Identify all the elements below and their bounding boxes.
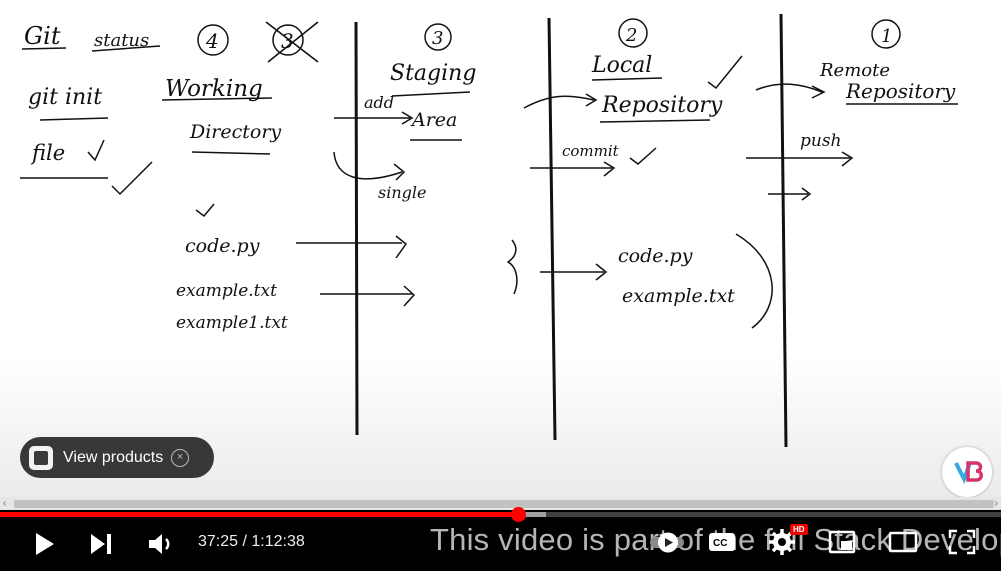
time-display: 37:25 / 1:12:38 bbox=[198, 533, 305, 550]
git-label: Git bbox=[24, 22, 61, 50]
number-3: 3 bbox=[432, 28, 443, 49]
svg-text:CC: CC bbox=[713, 538, 727, 549]
volume-button[interactable] bbox=[146, 529, 176, 559]
bracket-mark bbox=[735, 233, 773, 329]
working-underline bbox=[161, 97, 273, 101]
video-frame-whiteboard[interactable]: Git status git init file 4 3 Working Dir… bbox=[0, 0, 1001, 510]
divider-line-2 bbox=[547, 17, 557, 441]
directory-underline bbox=[191, 151, 271, 155]
arrow-code-py bbox=[296, 235, 408, 259]
divider-line-1 bbox=[354, 21, 359, 436]
local-label: Local bbox=[591, 53, 652, 78]
fullscreen-icon bbox=[948, 529, 976, 555]
local-underline bbox=[591, 77, 663, 81]
horizontal-scrollbar[interactable]: ‹ › bbox=[0, 497, 1001, 511]
directory-label: Directory bbox=[189, 121, 281, 143]
file-code-py: code.py bbox=[185, 235, 260, 257]
arrow-commit bbox=[530, 161, 616, 177]
miniplayer-button[interactable] bbox=[828, 526, 856, 558]
file-example-txt: example.txt bbox=[176, 281, 277, 301]
push-label: push bbox=[800, 131, 842, 151]
arrow-push bbox=[746, 151, 854, 167]
check-mark-4 bbox=[629, 147, 657, 165]
file-code-py-repo: code.py bbox=[618, 245, 693, 267]
status-label: status bbox=[94, 30, 149, 51]
settings-button[interactable] bbox=[768, 526, 796, 558]
number-2: 2 bbox=[625, 25, 637, 46]
git-init-label: git init bbox=[28, 85, 102, 110]
view-products-label: View products bbox=[63, 448, 164, 466]
single-label: single bbox=[378, 183, 426, 202]
brace-mark bbox=[506, 239, 518, 295]
file-tick-mark bbox=[87, 139, 105, 162]
arrow-to-remote bbox=[755, 83, 826, 99]
area-label: Area bbox=[410, 109, 457, 131]
channel-logo[interactable] bbox=[942, 447, 992, 497]
remote-repository-label: Repository bbox=[845, 79, 956, 103]
played-bar bbox=[0, 512, 518, 517]
remote-label: Remote bbox=[819, 60, 890, 81]
theater-mode-button[interactable] bbox=[888, 526, 918, 558]
play-icon bbox=[36, 533, 54, 555]
volume-icon bbox=[149, 534, 170, 554]
scrubber-knob[interactable] bbox=[510, 507, 526, 522]
number-circle-2 bbox=[618, 18, 648, 48]
repository-underline bbox=[599, 119, 711, 123]
channel-logo-icon bbox=[954, 461, 983, 484]
cross-out-mark bbox=[265, 21, 319, 63]
status-underline bbox=[91, 45, 161, 52]
number-circle-4 bbox=[197, 24, 229, 56]
close-icon[interactable]: × bbox=[171, 448, 190, 467]
play-button[interactable] bbox=[30, 530, 58, 558]
arrow-to-files bbox=[540, 263, 608, 281]
arrow-single bbox=[333, 151, 406, 181]
file-example-txt-repo: example.txt bbox=[622, 285, 735, 307]
miniplayer-icon bbox=[828, 530, 856, 554]
settings-gear-icon bbox=[769, 529, 795, 555]
file-label: file bbox=[30, 141, 65, 165]
progress-bar[interactable] bbox=[0, 507, 1001, 522]
check-mark-3 bbox=[707, 55, 743, 90]
number-circle-3-crossed bbox=[272, 24, 304, 56]
arrow-to-repository bbox=[523, 93, 598, 109]
next-icon bbox=[91, 534, 111, 554]
add-label: add bbox=[364, 93, 394, 112]
check-mark-1 bbox=[111, 161, 153, 196]
number-circle-3 bbox=[424, 23, 452, 51]
autoplay-toggle[interactable] bbox=[648, 526, 688, 558]
check-mark-2 bbox=[195, 203, 215, 218]
number-4: 4 bbox=[205, 29, 219, 53]
shopping-bag-icon bbox=[29, 445, 53, 470]
whiteboard-drawing: Git status git init file 4 3 Working Dir… bbox=[20, 13, 958, 448]
git-underline bbox=[21, 47, 67, 50]
subtitles-button[interactable]: CC bbox=[708, 526, 736, 558]
file-example1-txt: example1.txt bbox=[176, 313, 288, 333]
fullscreen-button[interactable] bbox=[948, 526, 976, 558]
working-label: Working bbox=[165, 76, 263, 102]
arrow-example-txt bbox=[320, 285, 416, 307]
closed-captions-icon: CC bbox=[709, 533, 735, 551]
scroll-right-icon[interactable]: › bbox=[994, 498, 998, 509]
git-init-underline bbox=[39, 117, 109, 121]
scrollbar-thumb[interactable] bbox=[14, 500, 994, 508]
number-circle-1 bbox=[871, 19, 901, 49]
staging-underline bbox=[391, 91, 471, 97]
autoplay-toggle-icon bbox=[650, 532, 684, 553]
next-button[interactable] bbox=[86, 530, 116, 558]
theater-mode-icon bbox=[888, 531, 918, 553]
staging-label: Staging bbox=[390, 61, 476, 86]
arrow-small bbox=[768, 187, 812, 201]
view-products-button[interactable]: View products × bbox=[20, 437, 214, 478]
number-1: 1 bbox=[881, 26, 892, 47]
hd-badge: HD bbox=[790, 524, 808, 535]
arrow-add bbox=[334, 111, 414, 125]
divider-line-3 bbox=[779, 13, 788, 448]
commit-label: commit bbox=[562, 142, 620, 160]
repository-label: Repository bbox=[601, 93, 723, 118]
scroll-left-icon[interactable]: ‹ bbox=[3, 498, 7, 509]
